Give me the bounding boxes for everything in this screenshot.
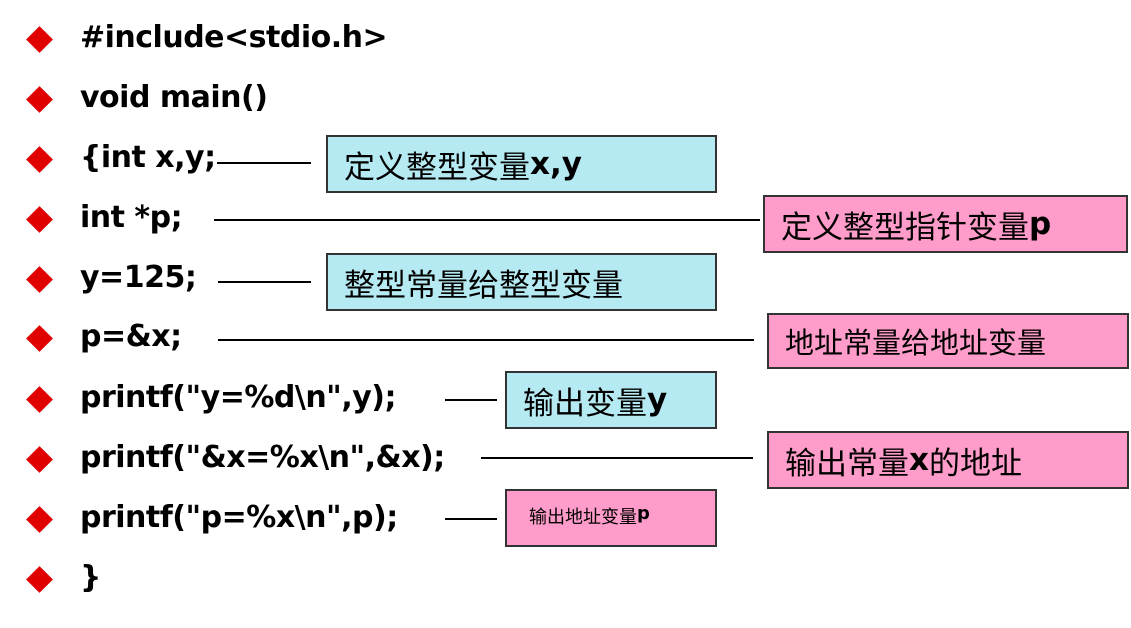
code-line: printf("&x=%x\n",&x); [80,440,445,475]
diamond-bullet-icon [26,386,53,413]
code-line: int *p; [80,200,183,235]
diamond-bullet-icon [26,86,53,113]
connector-line [218,281,311,283]
connector-line [481,457,753,459]
note-text: 输出变量 [523,385,647,422]
connector-line [214,219,760,221]
note-const-to-int-var: 整型常量给整型变量 [326,253,717,311]
code-line: p=&x; [80,319,182,354]
note-suffix: 的地址 [929,445,1022,482]
diamond-bullet-icon [26,506,53,533]
note-var: y [647,382,668,418]
diamond-bullet-icon [26,325,53,352]
code-line: y=125; [80,260,197,295]
code-line: void main() [80,80,268,115]
note-text: 定义整型变量 [344,149,530,186]
note-var: x [909,442,929,478]
diamond-bullet-icon [26,206,53,233]
diamond-bullet-icon [26,266,53,293]
note-addr-const-to-addr-var: 地址常量给地址变量 [767,313,1129,369]
note-var: p [637,503,650,524]
note-var: x,y [530,146,582,182]
note-text: 地址常量给地址变量 [785,326,1047,360]
diamond-bullet-icon [26,26,53,53]
connector-line [445,518,497,520]
diamond-bullet-icon [26,446,53,473]
connector-line [445,399,497,401]
note-text: 输出常量 [785,445,909,482]
diamond-bullet-icon [26,566,53,593]
note-text: 整型常量给整型变量 [344,267,623,304]
connector-line [217,162,311,164]
code-line: {int x,y; [80,140,216,175]
diamond-bullet-icon [26,146,53,173]
code-line: #include<stdio.h> [80,20,388,55]
code-line: } [80,560,101,595]
code-line: printf("y=%d\n",y); [80,380,396,415]
note-var: p [1029,206,1052,242]
connector-line [218,339,754,341]
code-line: printf("p=%x\n",p); [80,500,398,535]
note-text: 定义整型指针变量 [781,209,1029,246]
note-text: 输出地址变量 [529,507,637,528]
